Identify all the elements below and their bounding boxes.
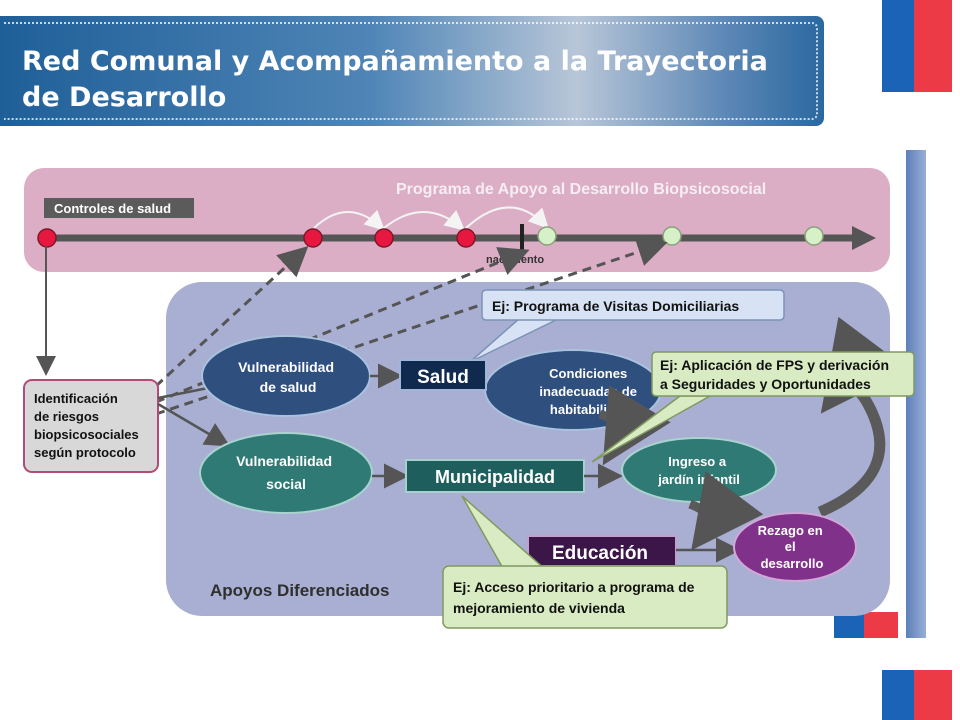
callout-acceso-text: Ej: Acceso prioritario a programa de mej…	[453, 579, 698, 616]
timeline-dot-red	[303, 228, 323, 248]
callout-fps-box	[651, 351, 915, 397]
timeline-dot-red	[37, 228, 57, 248]
apoyos-label: Apoyos Diferenciados	[210, 581, 390, 600]
callout-visitas-box	[481, 289, 785, 321]
condiciones-text: Condiciones inadecuadas de habitabilidad	[539, 366, 640, 417]
arrow-to-vuln-social	[157, 402, 231, 447]
controles-label-box	[44, 198, 194, 218]
timeline-dot-green	[537, 226, 557, 246]
callout-visitas-text: Ej: Programa de Visitas Domiciliarias	[492, 298, 739, 314]
vuln-social-node	[199, 432, 373, 514]
salud-label-box	[399, 359, 487, 391]
right-side-bar	[906, 150, 926, 638]
vuln-salud-text: Vulnerabilidad de salud	[238, 359, 338, 395]
callout-fps-text: Ej: Aplicación de FPS y derivación a Seg…	[660, 357, 893, 392]
program-label: Programa de Apoyo al Desarrollo Biopsico…	[396, 181, 766, 198]
educacion-label: Educación	[552, 543, 648, 564]
title-banner-border	[4, 22, 818, 120]
chile-flag-small	[834, 612, 898, 638]
rezago-node	[733, 512, 857, 582]
timeline-dot-green	[804, 226, 824, 246]
vuln-salud-node	[201, 335, 371, 417]
chile-flag-top	[882, 0, 952, 92]
curved-arrow-ingreso	[688, 471, 764, 551]
vuln-social-text: Vulnerabilidad social	[236, 453, 336, 492]
rezago-text: Rezago en el desarrollo	[758, 523, 827, 571]
curve-arrow-3	[465, 206, 549, 229]
identificacion-text: Identificación de riesgos biopsicosocial…	[34, 391, 142, 460]
chile-flag-bottom	[882, 670, 952, 720]
curved-arrow-condiciones	[598, 385, 671, 466]
ingreso-node	[621, 437, 777, 503]
educacion-label-box	[527, 535, 677, 567]
callout-acceso-box	[442, 565, 728, 629]
municipalidad-label: Municipalidad	[435, 467, 555, 487]
municipalidad-label-box	[405, 459, 585, 493]
timeline-dot-red	[374, 228, 394, 248]
timeline-arrowhead	[852, 226, 876, 250]
page-title: Red Comunal y Acompañamiento a la Trayec…	[22, 46, 768, 113]
curve-arrow-1	[313, 209, 385, 231]
title-banner: Red Comunal y Acompañamiento a la Trayec…	[0, 16, 824, 126]
controles-label: Controles de salud	[54, 201, 171, 216]
salud-label: Salud	[417, 367, 469, 388]
identificacion-box	[23, 379, 159, 473]
dashed-arrow	[154, 245, 309, 388]
curve-arrow-2	[383, 210, 466, 231]
timeline-dot-green	[662, 226, 682, 246]
timeline-dot-red	[456, 228, 476, 248]
